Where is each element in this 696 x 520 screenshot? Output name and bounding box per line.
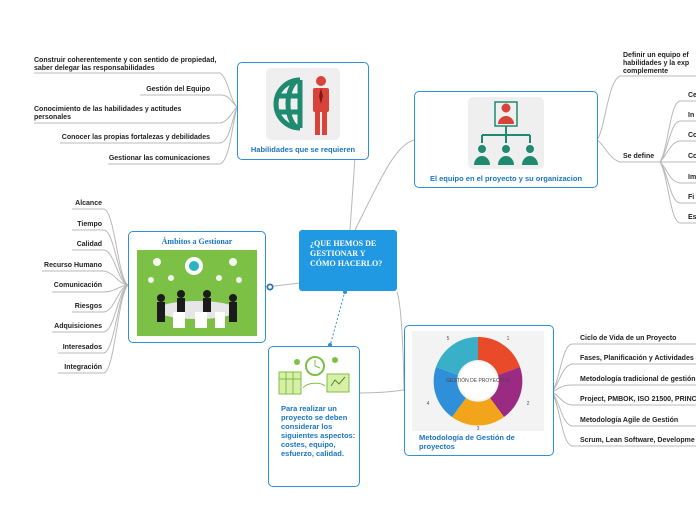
equipo-title: El equipo en el proyecto y su organizaci… xyxy=(429,174,583,183)
se-define-item-7: Es xyxy=(688,214,696,221)
svg-text:2: 2 xyxy=(527,401,530,407)
se-define-item-5: Im xyxy=(688,174,696,181)
globe-businessman-icon xyxy=(266,68,340,140)
metodologia-node[interactable]: GESTIÓN DE PROYECTOS 1 2 3 4 5 Metodolog… xyxy=(404,325,554,456)
hab-item-1: Construir coherentemente y con sentido d… xyxy=(34,57,217,72)
se-define-item-3: Co xyxy=(688,132,696,139)
metod-item-2: Fases, Planificación y Actividades d xyxy=(580,355,696,362)
ambitos-node[interactable]: Ámbitos a Gestionar xyxy=(128,231,266,343)
org-chart-icon xyxy=(468,97,544,169)
metod-item-1: Ciclo de Vida de un Proyecto xyxy=(580,335,677,342)
habilidades-title: Habilidades que se requieren xyxy=(250,145,356,154)
metodologia-title: Metodología de Gestión de proyectos xyxy=(419,433,515,451)
link-equipo xyxy=(354,139,415,231)
equipo-node[interactable]: El equipo en el proyecto y su organizaci… xyxy=(414,91,598,188)
se-define-label: Se define xyxy=(623,153,655,160)
branch-hab-1 xyxy=(34,72,238,108)
hab-item-3: Conocimiento de las habilidades y actitu… xyxy=(34,106,182,121)
link-habilidades xyxy=(349,154,356,231)
ambito-recurso-humano: Recurso Humano xyxy=(44,262,102,269)
metod-item-6: Scrum, Lean Software, Developme xyxy=(580,437,695,444)
hab-item-5: Gestionar las comunicaciones xyxy=(108,155,210,162)
link-metodologia xyxy=(396,291,405,391)
svg-text:5: 5 xyxy=(447,336,450,342)
aspectos-text: Para realizar un proyecto se deben consi… xyxy=(281,404,356,458)
branch-hab-2 xyxy=(140,94,238,108)
central-topic[interactable]: ¿QUE HEMOS DE GESTIONAR Y CÓMO HACERLO? xyxy=(299,230,397,291)
dashed-link-aspectos xyxy=(329,290,346,347)
ambitos-title: Ámbitos a Gestionar xyxy=(161,237,233,246)
se-define-item-2: In xyxy=(688,112,695,119)
ambito-tiempo: Tiempo xyxy=(77,221,102,228)
branch-se-define xyxy=(596,139,660,163)
branch-hab-3 xyxy=(34,106,238,124)
equipo-top-item: Definir un equipo ef habilidades y la ex… xyxy=(623,52,690,75)
se-define-item-1: Ce xyxy=(688,92,696,99)
hab-item-4: Conocer las propias fortalezas y debilid… xyxy=(61,134,210,141)
wordpress-icon xyxy=(266,283,274,291)
project-cycle-icon: GESTIÓN DE PROYECTOS 1 2 3 4 5 xyxy=(412,331,544,431)
ambito-adquisiciones: Adquisiciones xyxy=(54,323,102,330)
ambito-riesgos: Riesgos xyxy=(74,303,102,310)
svg-text:3: 3 xyxy=(477,426,480,431)
metod-item-5: Metodología Agile de Gestión xyxy=(580,417,679,424)
branch-hab-5 xyxy=(108,106,238,165)
planning-icons xyxy=(278,356,350,395)
branch-equipo-top xyxy=(596,75,696,141)
habilidades-node[interactable]: Habilidades que se requieren xyxy=(237,62,369,160)
aspectos-node[interactable]: Para realizar un proyecto se deben consi… xyxy=(268,346,360,487)
ambito-integracion: Integración xyxy=(64,364,102,371)
ambito-interesados: Interesados xyxy=(62,344,102,351)
svg-text:4: 4 xyxy=(427,401,430,407)
se-define-item-6: Fi xyxy=(688,194,695,201)
ambito-alcance: Alcance xyxy=(75,200,102,207)
metod-item-3: Metodología tradicional de gestión xyxy=(580,376,696,383)
wheel-center-text: GESTIÓN DE PROYECTOS xyxy=(446,377,510,384)
ambito-comunicacion: Comunicación xyxy=(53,282,102,289)
metod-item-4: Project, PMBOK, ISO 21500, PRINC xyxy=(580,396,696,403)
se-define-item-4: Co xyxy=(688,153,696,160)
svg-text:1: 1 xyxy=(507,336,510,342)
ambito-calidad: Calidad xyxy=(76,241,102,248)
central-topic-text: ¿QUE HEMOS DE GESTIONAR Y CÓMO HACERLO? xyxy=(310,239,383,268)
team-meeting-icon xyxy=(137,250,257,336)
hab-item-2: Gestión del Equipo xyxy=(146,86,210,93)
